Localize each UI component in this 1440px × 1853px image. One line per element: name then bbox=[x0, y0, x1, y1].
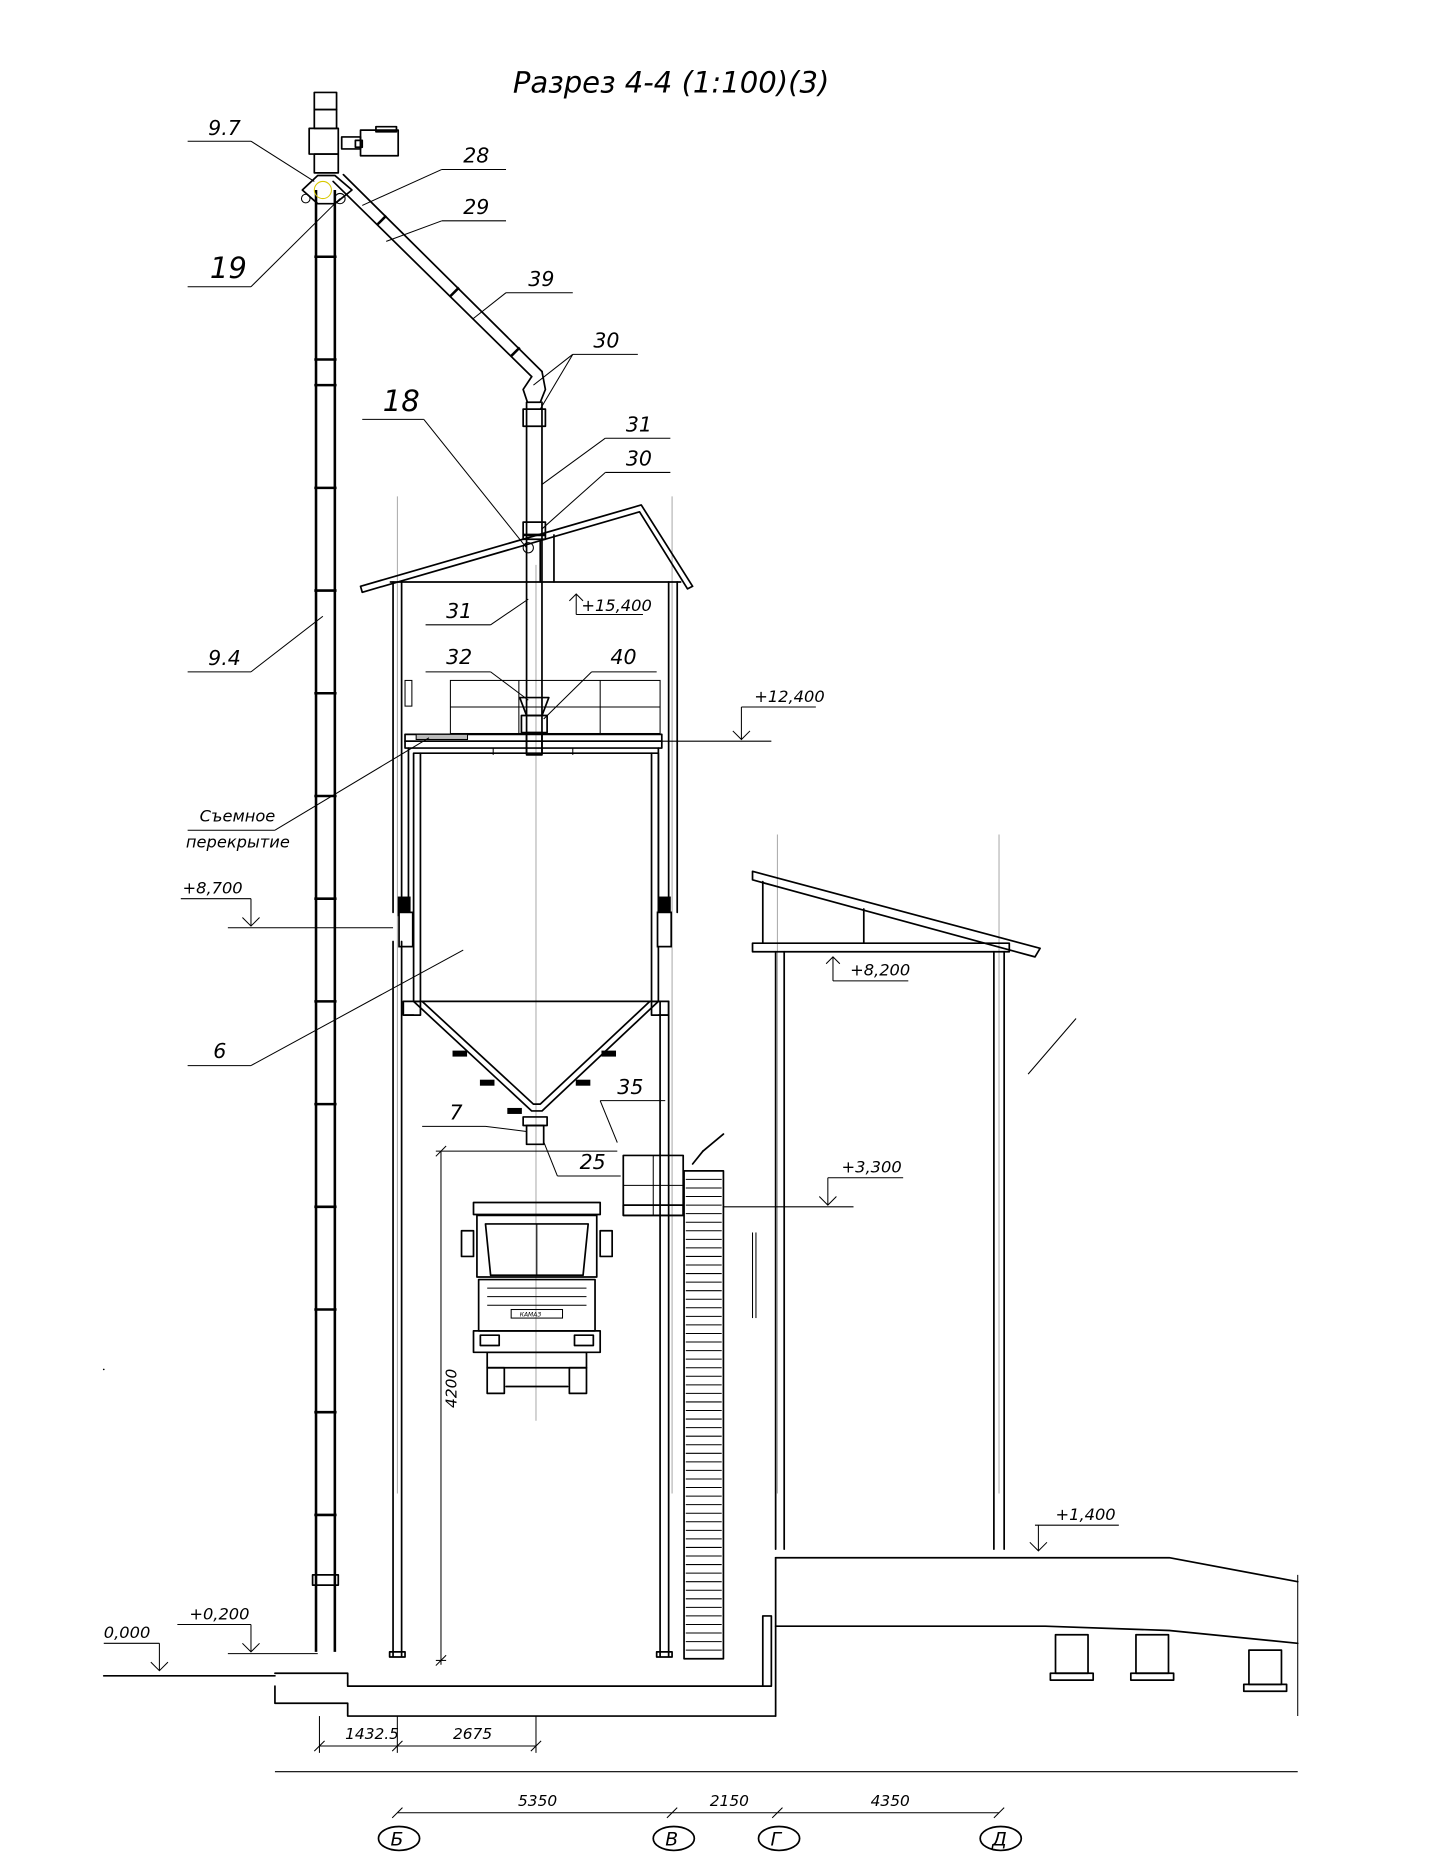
callout-18: 18 bbox=[383, 384, 420, 418]
dim-4200: 4200 bbox=[442, 1369, 460, 1408]
dimension-lines: 4200 bbox=[435, 1145, 618, 1666]
callout-31-lower: 31 bbox=[446, 599, 472, 623]
level-0-200: +0,200 bbox=[189, 1604, 249, 1623]
level-12-400: +12,400 bbox=[754, 687, 824, 706]
callout-31-top: 31 bbox=[626, 412, 652, 436]
callout-leaders bbox=[187, 140, 671, 1177]
shed-building bbox=[751, 870, 1077, 1551]
callout-30-top: 30 bbox=[593, 328, 619, 352]
level-15-400: +15,400 bbox=[581, 596, 651, 615]
truck-front-view: КАМАЗ bbox=[460, 1201, 614, 1395]
level-0-000: 0,000 bbox=[104, 1623, 151, 1642]
elevator-segment-marks bbox=[314, 255, 337, 1517]
inclined-conveyor bbox=[332, 173, 547, 404]
callout-40: 40 bbox=[610, 645, 636, 669]
callout-25: 25 bbox=[580, 1150, 606, 1174]
callout-9-4: 9.4 bbox=[208, 646, 241, 670]
ground-foundation bbox=[102, 1556, 1299, 1717]
callout-9-7: 9.7 bbox=[208, 116, 241, 140]
level-3-300: +3,300 bbox=[842, 1158, 902, 1177]
callout-28: 28 bbox=[463, 144, 489, 168]
level-8-200: +8,200 bbox=[850, 961, 910, 980]
callout-19: 19 bbox=[210, 251, 247, 285]
callout-32: 32 bbox=[446, 645, 472, 669]
callout-39: 39 bbox=[528, 267, 554, 291]
control-cabin bbox=[622, 1154, 685, 1217]
level-1-400: +1,400 bbox=[1056, 1505, 1116, 1524]
silo-building bbox=[359, 504, 694, 1658]
callout-7: 7 bbox=[450, 1101, 463, 1125]
bucket-elevator bbox=[300, 91, 400, 1652]
level-marks: +15,400 +12,400 +8,700 +8,200 +3,300 +1,… bbox=[103, 593, 1119, 1672]
callout-30-mid: 30 bbox=[626, 447, 652, 471]
stair bbox=[683, 1133, 725, 1660]
callout-removable-floor-2: перекрытие bbox=[186, 832, 290, 851]
truck-plate: КАМАЗ bbox=[520, 1311, 542, 1318]
callout-6: 6 bbox=[213, 1039, 226, 1063]
callout-labels: 9.7 28 29 19 39 30 18 31 30 31 32 40 9.4… bbox=[186, 116, 652, 1174]
downspout-pipe bbox=[518, 401, 550, 756]
level-8-700: +8,700 bbox=[183, 879, 243, 898]
callout-29: 29 bbox=[463, 195, 489, 219]
callout-removable-floor-1: Съемное bbox=[200, 807, 276, 826]
drawing-title: Разрез 4-4 (1:100)(3) bbox=[513, 65, 829, 99]
grid-axis-lines bbox=[396, 496, 1000, 1494]
callout-35: 35 bbox=[617, 1075, 643, 1099]
